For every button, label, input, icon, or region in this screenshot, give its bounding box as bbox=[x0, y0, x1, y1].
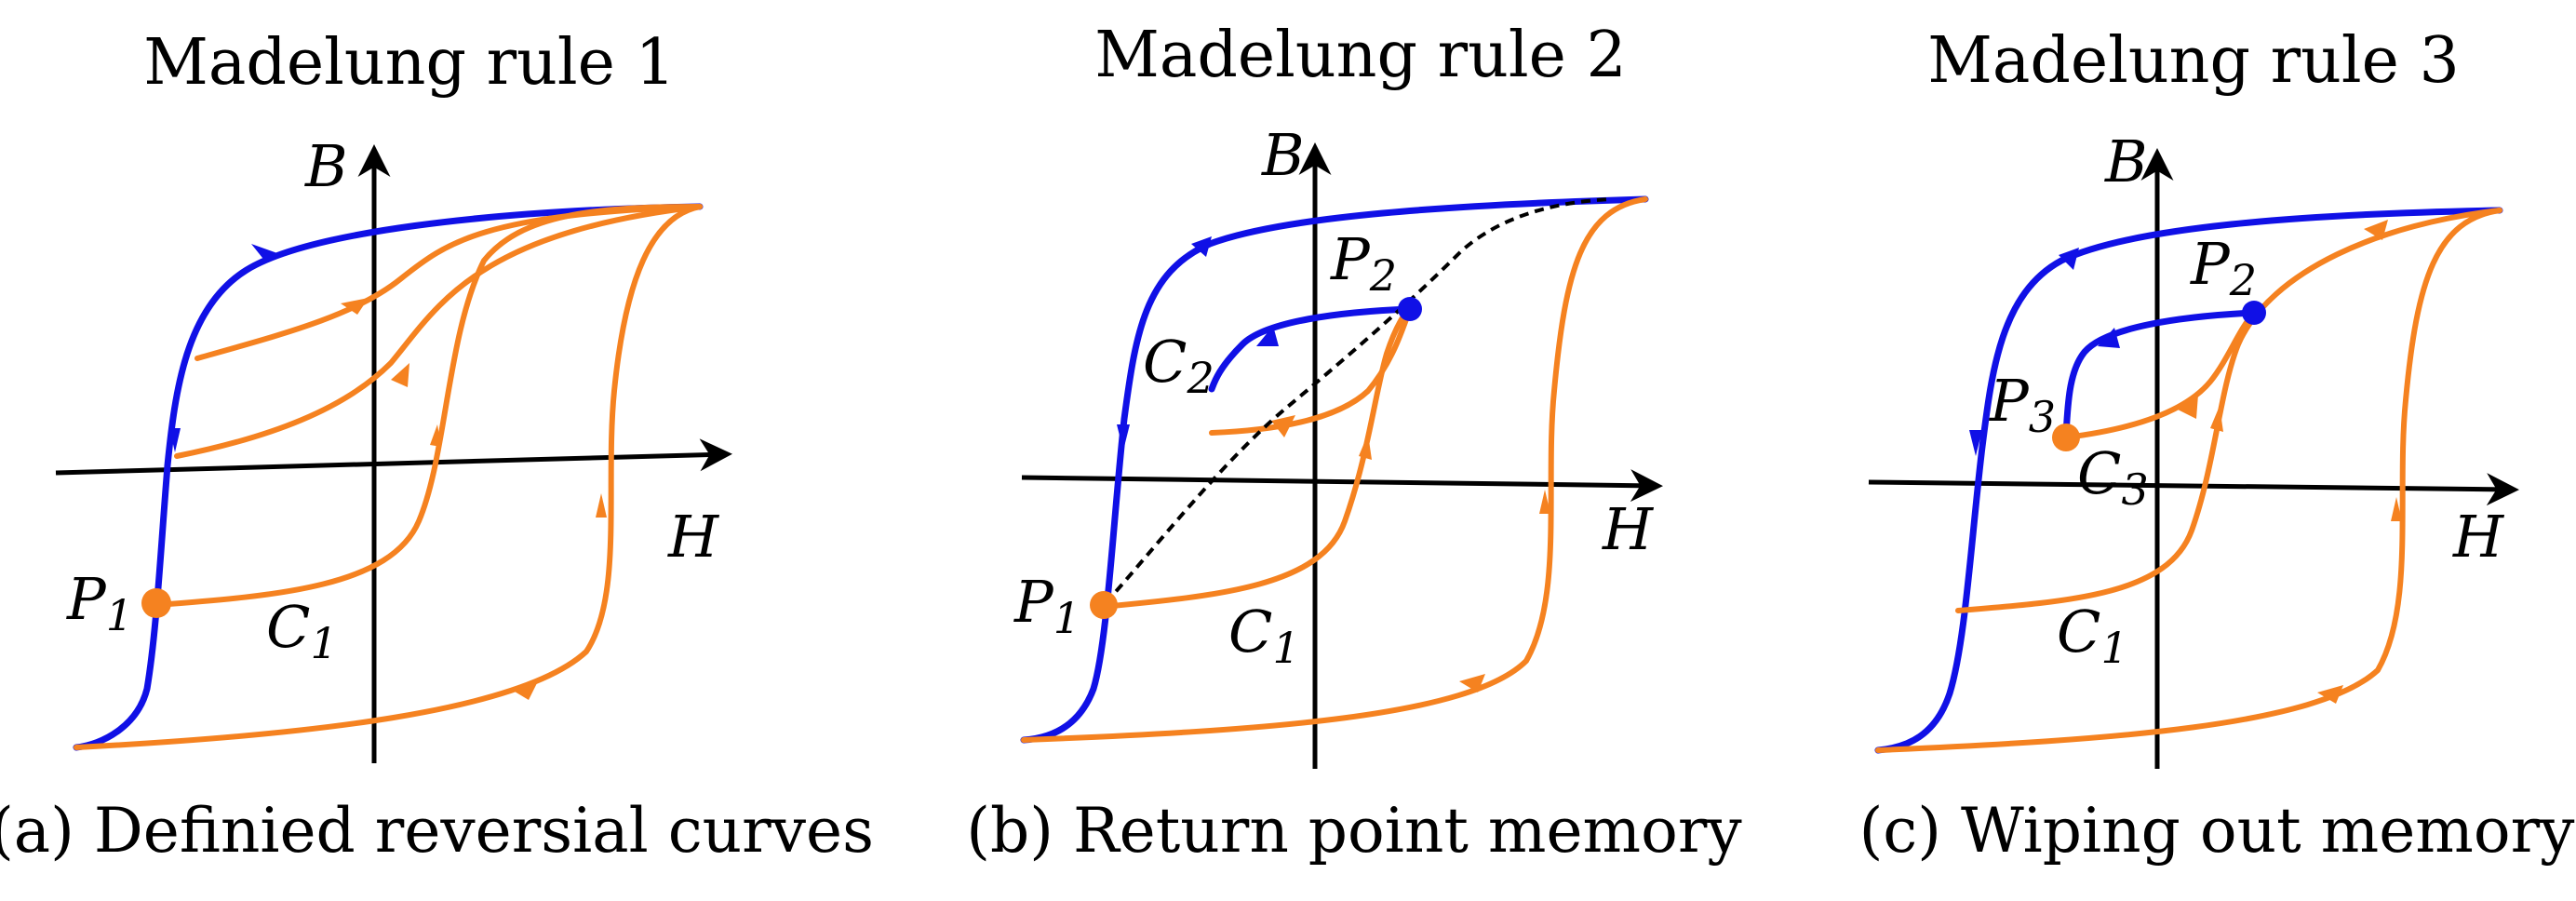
panel-b-reversal-c1 bbox=[1099, 306, 1413, 610]
panel-c-reversal-c1-arrow bbox=[2210, 406, 2223, 432]
panel-a-arrow-top bbox=[251, 244, 277, 262]
panel-c-arrow-left bbox=[1969, 430, 1982, 456]
panel-a-reversal-2-arrow bbox=[391, 363, 409, 387]
panel-a-arrow-left bbox=[169, 428, 181, 452]
panel-b-arrow-bottom bbox=[1459, 674, 1485, 693]
panel-b-b-label: B bbox=[1261, 121, 1305, 189]
panel-a: Madelung rule 1 B H P1 C1 (a) Definied r… bbox=[0, 26, 874, 867]
panel-a-reversal-c1-arrow bbox=[430, 424, 441, 447]
panel-c-c3-label: C3 bbox=[2077, 439, 2149, 515]
panel-a-major-descending bbox=[73, 203, 704, 751]
panel-c-reversal-c2 bbox=[2062, 309, 2258, 437]
panel-a-p1-label: P1 bbox=[66, 565, 133, 640]
panel-c-caption: (c) Wiping out memory bbox=[1859, 795, 2576, 867]
panel-a-title: Madelung rule 1 bbox=[143, 26, 676, 100]
panel-a-caption: (a) Definied reversial curves bbox=[0, 795, 874, 867]
panel-b-arrow-top bbox=[1191, 236, 1212, 257]
panel-b-arrow-left bbox=[1117, 424, 1130, 450]
panel-c-point-p2 bbox=[2242, 301, 2266, 325]
panel-a-reversal-2 bbox=[174, 204, 703, 459]
panel-c-arrow-bottom bbox=[2317, 685, 2343, 704]
panel-b-point-p2 bbox=[1398, 297, 1422, 321]
panel-c-reversal-c2-arrow bbox=[2098, 328, 2120, 348]
panel-a-reversal-c1 bbox=[154, 204, 703, 608]
panel-c: Madelung rule 3 B H P2 P3 C3 C1 (c) Wipi… bbox=[1859, 24, 2576, 867]
panel-b-c2-ascending-arrow bbox=[1271, 415, 1295, 437]
panel-a-reversal-1-arrow bbox=[341, 298, 369, 315]
panel-b-title: Madelung rule 2 bbox=[1094, 19, 1627, 92]
panel-c-p2-label: P2 bbox=[2190, 230, 2257, 305]
panel-a-b-label: B bbox=[304, 132, 348, 200]
panel-c-major-ascending bbox=[1875, 208, 2502, 753]
panel-c-title: Madelung rule 3 bbox=[1927, 24, 2460, 98]
panel-b-c2-label: C2 bbox=[1143, 328, 1214, 403]
panel-b: Madelung rule 2 B H P1 P2 C1 C2 (b) Retu… bbox=[966, 19, 1742, 867]
panel-b-point-p1 bbox=[1090, 591, 1118, 619]
panel-b-c1-label: C1 bbox=[1228, 598, 1300, 673]
panel-b-arrow-right bbox=[1539, 490, 1550, 514]
panel-b-reversal-c2 bbox=[1208, 305, 1414, 393]
panel-b-reversal-c1-arrow bbox=[1359, 434, 1372, 460]
panel-a-major-ascending bbox=[74, 204, 703, 750]
panel-b-c2-ascending bbox=[1209, 306, 1413, 436]
panel-b-major-descending bbox=[1020, 195, 1649, 744]
panel-a-h-axis bbox=[55, 438, 732, 476]
panel-b-major-ascending bbox=[1021, 196, 1648, 743]
panel-c-c3-ascending-arrow bbox=[2178, 395, 2198, 419]
panel-a-h-label: H bbox=[667, 503, 720, 571]
panel-c-arrow-right bbox=[2391, 497, 2402, 521]
panel-c-h-label: H bbox=[2452, 503, 2505, 571]
panel-b-p2-label: P2 bbox=[1330, 225, 1397, 301]
panel-c-c1-label: C1 bbox=[2057, 598, 2128, 673]
panel-c-p3-label: P3 bbox=[1989, 367, 2056, 442]
panel-a-c1-label: C1 bbox=[266, 593, 338, 668]
panel-a-arrow-bottom bbox=[510, 681, 538, 700]
panel-c-reversal-upper-arrow bbox=[2364, 220, 2388, 240]
panel-a-arrow-right bbox=[596, 493, 607, 518]
panel-b-p1-label: P1 bbox=[1013, 568, 1080, 643]
panel-c-arrow-top bbox=[2059, 248, 2079, 270]
panel-c-h-axis bbox=[1868, 473, 2519, 506]
panel-b-h-label: H bbox=[1602, 495, 1655, 563]
panel-c-point-p3 bbox=[2052, 424, 2080, 451]
panel-b-return-path bbox=[1104, 197, 1611, 605]
panel-b-reversal-c2-arrow bbox=[1256, 326, 1279, 346]
panel-c-b-label: B bbox=[2104, 128, 2148, 195]
panel-b-caption: (b) Return point memory bbox=[966, 795, 1742, 867]
panel-c-c3-ascending bbox=[2063, 310, 2257, 440]
panel-a-point-p1 bbox=[141, 588, 171, 618]
panel-c-major-descending bbox=[1874, 207, 2503, 754]
